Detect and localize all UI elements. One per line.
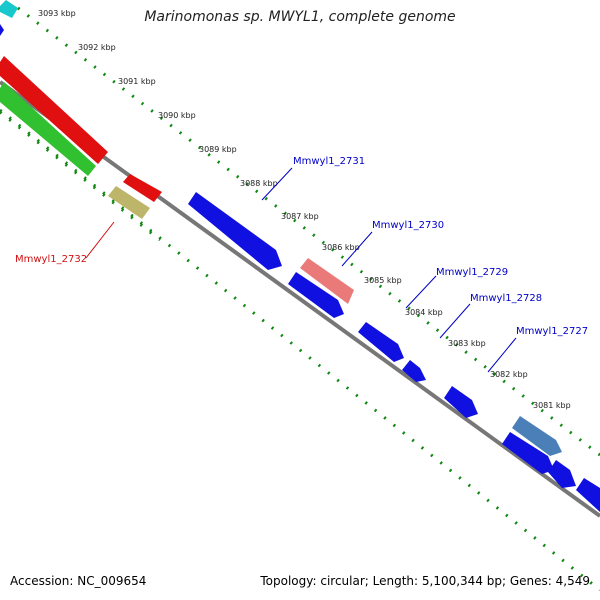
tick-3085: 3085 kbp [364,276,402,285]
label-mmwyl1-2730[interactable]: Mmwyl1_2730 [372,220,444,231]
gene-mmwyl1-2729[interactable] [288,272,344,318]
accession-text: Accession: NC_009654 [10,574,147,588]
gene-mmwyl1-2732[interactable] [108,186,150,219]
tick-3086: 3086 kbp [322,243,360,252]
gene-blue-2[interactable] [548,460,576,488]
tick-3081: 3081 kbp [533,401,571,410]
gene-mmwyl1-2730[interactable] [300,258,354,304]
tick-3084: 3084 kbp [405,308,443,317]
label-mmwyl1-2727[interactable]: Mmwyl1_2727 [516,326,588,337]
label-mmwyl1-2729[interactable]: Mmwyl1_2729 [436,267,508,278]
leader-mmwyl1-2732 [85,221,115,259]
leader-mmwyl1-2731 [261,167,293,201]
gene-small-1[interactable] [402,360,426,382]
gene-blue-3[interactable] [576,478,600,512]
gene-mmwyl1-2728[interactable] [358,322,404,362]
inner-tick-track [0,108,600,592]
tick-3083: 3083 kbp [448,339,486,348]
leader-mmwyl1-2729 [405,275,437,309]
genome-summary: Topology: circular; Length: 5,100,344 bp… [260,574,590,588]
label-mmwyl1-2731[interactable]: Mmwyl1_2731 [293,156,365,167]
genome-title: Marinomonas sp. MWYL1, complete genome [144,9,456,25]
tick-3093: 3093 kbp [38,9,76,18]
tick-3092: 3092 kbp [78,43,116,52]
gene-mmwyl1-2727[interactable] [444,386,478,418]
leader-mmwyl1-2727 [487,337,517,373]
feature-green-long[interactable] [0,82,96,176]
outer-tick-track [17,6,600,457]
feature-red-long[interactable] [0,56,108,164]
gene-mmwyl1-2733[interactable] [123,174,162,202]
feature-blue-small[interactable] [0,24,4,36]
tick-3087: 3087 kbp [281,212,319,221]
tick-3091: 3091 kbp [118,77,156,86]
label-mmwyl1-2728[interactable]: Mmwyl1_2728 [470,293,542,304]
tick-3090: 3090 kbp [158,111,196,120]
leader-mmwyl1-2730 [341,231,373,267]
feature-cyan[interactable] [0,0,18,18]
tick-3089: 3089 kbp [199,145,237,154]
tick-3088: 3088 kbp [240,179,278,188]
gene-steelblue[interactable] [512,416,562,456]
leader-mmwyl1-2728 [439,303,471,339]
label-mmwyl1-2732[interactable]: Mmwyl1_2732 [15,254,87,265]
gene-mmwyl1-2731[interactable] [188,192,282,270]
gene-blue-1[interactable] [502,432,554,474]
tick-3082: 3082 kbp [490,370,528,379]
